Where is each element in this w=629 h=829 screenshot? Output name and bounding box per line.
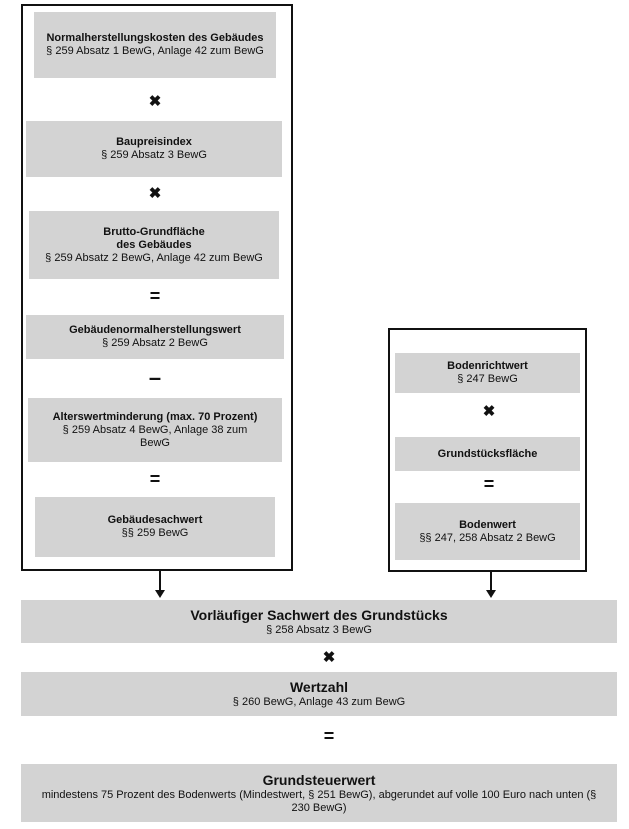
wertzahl-box: Wertzahl § 260 BewG, Anlage 43 zum BewG [21, 672, 617, 716]
minus-operator: – [148, 365, 162, 390]
box-title: Bodenrichtwert [447, 360, 528, 372]
normalherstellungskosten-box: Normalherstellungskosten des Gebäudes § … [34, 12, 276, 78]
box-subtitle: § 258 Absatz 3 BewG [266, 623, 372, 636]
box-subtitle: § 259 Absatz 4 BewG, Anlage 38 zum BewG [62, 423, 248, 449]
brutto-grundflaeche-box: Brutto-Grundfläche des Gebäudes § 259 Ab… [29, 211, 279, 279]
land-value-frame [388, 328, 587, 572]
box-title: Baupreisindex [116, 136, 192, 148]
box-title: Wertzahl [289, 679, 349, 695]
grundstuecksflaeche-box: Grundstücksfläche [395, 437, 580, 471]
box-subtitle: § 259 Absatz 2 BewG [102, 337, 208, 349]
equals-operator: = [483, 474, 495, 494]
box-subtitle: § 247 BewG [457, 373, 518, 385]
box-title: Grundstücksfläche [437, 447, 538, 460]
gebaeudenormalherstellungswert-box: Gebäudenormalherstellungswert § 259 Absa… [26, 315, 284, 359]
box-subtitle: § 259 Absatz 2 BewG, Anlage 42 zum BewG [45, 251, 263, 264]
box-title: Vorläufiger Sachwert des Grundstücks [190, 606, 448, 623]
arrow-shaft [490, 572, 492, 590]
box-title: Grundsteuerwert [262, 771, 376, 788]
equals-operator: = [149, 286, 161, 306]
multiply-operator: ✖ [148, 185, 162, 202]
vorlaeufiger-sachwert-box: Vorläufiger Sachwert des Grundstücks § 2… [21, 600, 617, 643]
box-title: Alterswertminderung (max. 70 Prozent) [52, 410, 258, 423]
box-title: Gebäudesachwert [107, 514, 203, 526]
baupreisindex-box: Baupreisindex § 259 Absatz 3 BewG [26, 121, 282, 177]
multiply-operator: ✖ [148, 93, 162, 110]
alterswertminderung-box: Alterswertminderung (max. 70 Prozent) § … [28, 398, 282, 462]
box-subtitle: § 259 Absatz 1 BewG, Anlage 42 zum BewG [46, 45, 264, 57]
bodenrichtwert-box: Bodenrichtwert § 247 BewG [395, 353, 580, 393]
box-title: Normalherstellungskosten des Gebäudes [46, 32, 264, 44]
box-subtitle: §§ 259 BewG [121, 527, 189, 539]
multiply-operator: ✖ [482, 403, 496, 420]
arrow-down-icon [486, 590, 496, 598]
box-subtitle: § 260 BewG, Anlage 43 zum BewG [232, 696, 406, 708]
bodenwert-box: Bodenwert §§ 247, 258 Absatz 2 BewG [395, 503, 580, 560]
box-subtitle: § 259 Absatz 3 BewG [101, 149, 207, 161]
box-title: Gebäudenormalherstellungswert [69, 324, 241, 336]
arrow-shaft [159, 571, 161, 590]
multiply-operator: ✖ [322, 649, 336, 666]
grundsteuerwert-box: Grundsteuerwert mindestens 75 Prozent de… [21, 764, 617, 822]
box-subtitle: §§ 247, 258 Absatz 2 BewG [419, 531, 556, 544]
box-subtitle: mindestens 75 Prozent des Bodenwerts (Mi… [41, 788, 597, 814]
equals-operator: = [323, 726, 335, 746]
arrow-down-icon [155, 590, 165, 598]
box-title: Bodenwert [459, 518, 516, 531]
gebaeudesachwert-box: Gebäudesachwert §§ 259 BewG [35, 497, 275, 557]
building-value-frame [21, 4, 293, 571]
box-title: Brutto-Grundfläche des Gebäudes [103, 225, 205, 251]
equals-operator: = [149, 469, 161, 489]
